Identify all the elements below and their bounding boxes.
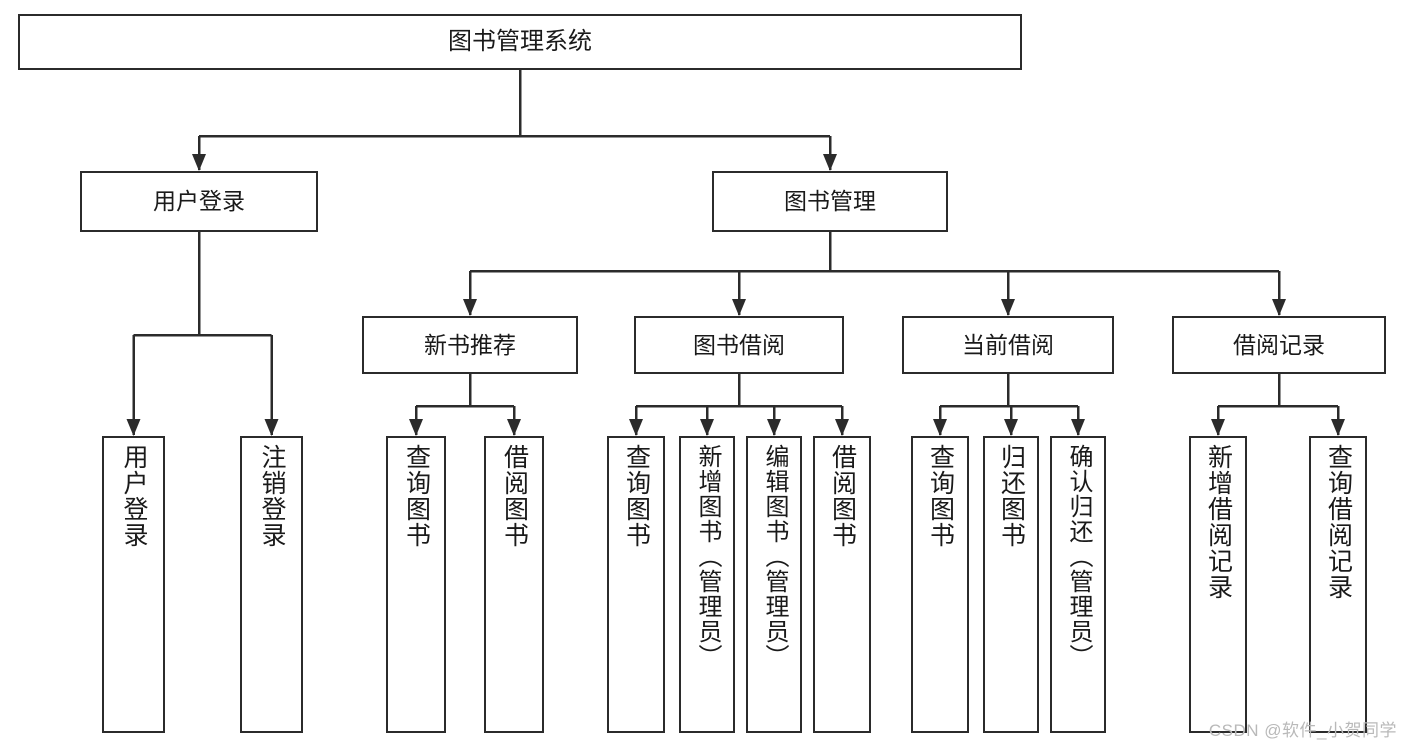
edge-arrowhead [629,419,643,436]
edge-arrowhead [463,299,477,316]
edge-arrowhead [823,154,837,171]
node-label: 确认归还（管理员） [1065,444,1092,669]
node-label: 用户登录 [120,444,148,548]
edge-arrowhead [1211,419,1225,436]
node-label: 图书管理系统 [448,28,592,56]
node-label: 编辑图书（管理员） [761,444,788,669]
node-label: 新增借阅记录 [1204,444,1233,600]
node-leaf_4: 查询图书 [607,436,665,733]
node-label: 用户登录 [153,188,245,215]
edge-arrowhead [732,299,746,316]
node-l2_3: 借阅记录 [1172,316,1386,374]
node-leaf_7: 借阅图书 [813,436,871,733]
node-label: 查询借阅记录 [1324,444,1353,600]
node-leaf_11: 新增借阅记录 [1189,436,1247,733]
node-label: 新书推荐 [424,331,516,358]
node-label: 归还图书 [997,444,1026,548]
node-l1_1: 图书管理 [712,171,948,232]
edge-arrowhead [409,419,423,436]
node-label: 借阅图书 [500,444,529,548]
node-leaf_3: 借阅图书 [484,436,544,733]
node-leaf_0: 用户登录 [102,436,165,733]
node-leaf_6: 编辑图书（管理员） [746,436,802,733]
node-label: 图书管理 [784,188,876,215]
node-leaf_8: 查询图书 [911,436,969,733]
edge-arrowhead [1272,299,1286,316]
edge-arrowhead [1071,419,1085,436]
edge-arrowhead [507,419,521,436]
node-label: 查询图书 [926,444,955,548]
node-label: 注销登录 [258,444,286,548]
node-leaf_5: 新增图书（管理员） [679,436,735,733]
node-leaf_10: 确认归还（管理员） [1050,436,1106,733]
node-label: 当前借阅 [962,331,1054,358]
node-l2_2: 当前借阅 [902,316,1114,374]
node-label: 借阅记录 [1233,331,1325,358]
node-leaf_1: 注销登录 [240,436,303,733]
edge-arrowhead [767,419,781,436]
node-leaf_12: 查询借阅记录 [1309,436,1367,733]
node-l1_0: 用户登录 [80,171,318,232]
node-l2_0: 新书推荐 [362,316,578,374]
node-leaf_9: 归还图书 [983,436,1039,733]
node-root: 图书管理系统 [18,14,1022,70]
edge-arrowhead [933,419,947,436]
node-leaf_2: 查询图书 [386,436,446,733]
edge-arrowhead [126,419,141,436]
edge-arrowhead [192,154,206,171]
edge-arrowhead [264,419,279,436]
node-label: 查询图书 [622,444,651,548]
node-label: 查询图书 [402,444,431,548]
edge-arrowhead [1001,299,1015,316]
edge-arrowhead [700,419,714,436]
node-l2_1: 图书借阅 [634,316,844,374]
node-label: 新增图书（管理员） [694,444,721,669]
edge-arrowhead [1331,419,1345,436]
node-label: 图书借阅 [693,331,785,358]
edge-arrowhead [1004,419,1018,436]
node-label: 借阅图书 [828,444,857,548]
edge-arrowhead [835,419,849,436]
